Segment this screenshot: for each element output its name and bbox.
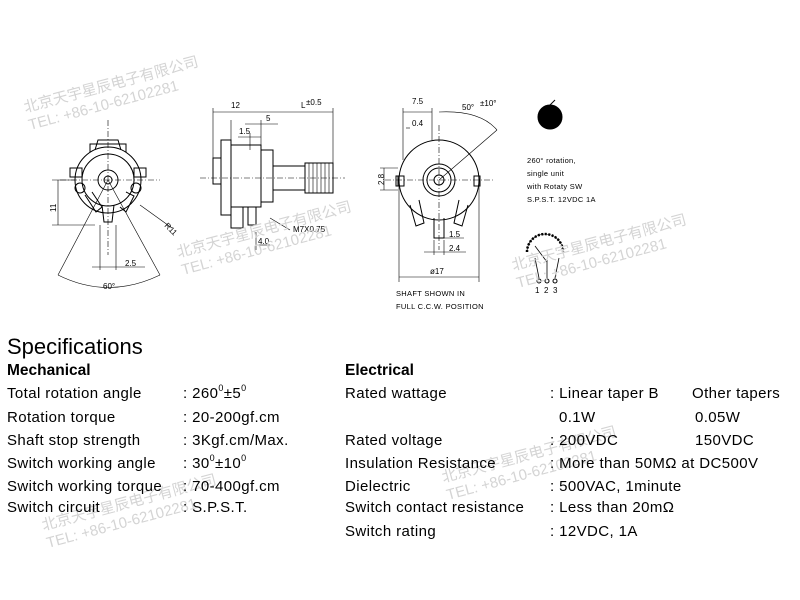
rear-view xyxy=(380,108,498,282)
elec-value-dielectric: : 500VAC, 1minute xyxy=(550,478,682,495)
elec-label-insulation: Insulation Resistance xyxy=(345,455,496,472)
side-40-dim: 4.0 xyxy=(258,237,270,246)
elec-value-contact-resistance: : Less than 20mΩ xyxy=(550,499,675,516)
elec-voltage-other: 150VDC xyxy=(695,432,755,449)
technical-drawing: 11 R11 2.5 60° 12 L ±0.5 5 1.5 M7X0.75 4… xyxy=(49,97,596,311)
elec-label-rated-wattage: Rated wattage xyxy=(345,385,447,402)
schematic-pin-3: 3 xyxy=(553,286,558,295)
rear-04-dim: 0.4 xyxy=(412,119,424,128)
mech-value-switch-angle: : 300±100 xyxy=(183,453,247,473)
front-pitch-dim: 2.5 xyxy=(125,259,137,268)
side-view xyxy=(200,108,345,250)
elec-col-linear-taper: : Linear taper B xyxy=(550,385,659,402)
rear-75-dim: 7.5 xyxy=(412,97,424,106)
elec-wattage-linear: 0.1W xyxy=(559,409,596,426)
front-height-dim: 11 xyxy=(49,203,58,212)
mech-value-switch-torque: : 70-400gf.cm xyxy=(183,478,280,495)
switch-note-line3: with Rotaty SW xyxy=(526,182,583,191)
mech-value-switch-circuit: : S.P.S.T. xyxy=(183,499,248,516)
side-15-dim: 1.5 xyxy=(239,127,251,136)
schematic-pin-2: 2 xyxy=(544,286,549,295)
rear-caption-line2: FULL C.C.W. POSITION xyxy=(396,302,484,311)
mechanical-heading: Mechanical xyxy=(7,362,91,379)
switch-note-line1: 260° rotation, xyxy=(527,156,576,165)
rear-angle-tol: ±10° xyxy=(480,99,497,108)
rear-diameter-dim: ø17 xyxy=(430,267,444,276)
switch-note-line4: S.P.S.T. 12VDC 1A xyxy=(527,195,596,204)
front-angle-dim: 60° xyxy=(103,282,115,291)
elec-value-insulation: : More than 50MΩ at DC500V xyxy=(550,455,759,472)
rear-28-dim: 2.8 xyxy=(377,173,386,185)
mech-label-switch-angle: Switch working angle xyxy=(7,455,156,472)
rear-caption-line1: SHAFT SHOWN IN xyxy=(396,289,465,298)
side-length-tol: ±0.5 xyxy=(306,98,322,107)
elec-label-rated-voltage: Rated voltage xyxy=(345,432,443,449)
mech-value-shaft-stop: : 3Kgf.cm/Max. xyxy=(183,432,289,449)
mech-label-switch-torque: Switch working torque xyxy=(7,478,163,495)
mech-label-shaft-stop: Shaft stop strength xyxy=(7,432,141,449)
elec-label-switch-rating: Switch rating xyxy=(345,523,437,540)
switch-symbol xyxy=(537,99,563,130)
electrical-heading: Electrical xyxy=(345,362,414,379)
side-5-dim: 5 xyxy=(266,114,271,123)
switch-note-line2: single unit xyxy=(527,169,565,178)
elec-value-switch-rating: : 12VDC, 1A xyxy=(550,523,638,540)
rear-24-dim: 2.4 xyxy=(449,244,461,253)
mech-value-total-rotation: : 2600±50 xyxy=(183,383,247,403)
side-length-dim: L xyxy=(301,101,306,110)
elec-label-dielectric: Dielectric xyxy=(345,478,411,495)
schematic-pin-1: 1 xyxy=(535,286,540,295)
elec-wattage-other: 0.05W xyxy=(695,409,741,426)
mech-value-rotation-torque: : 20-200gf.cm xyxy=(183,409,280,426)
rear-15-dim: 1.5 xyxy=(449,230,461,239)
side-thread-dim: M7X0.75 xyxy=(293,225,326,234)
elec-col-other-tapers: Other tapers xyxy=(692,385,781,402)
mech-label-total-rotation: Total rotation angle xyxy=(7,385,142,402)
elec-voltage-linear: : 200VDC xyxy=(550,432,619,449)
front-radius-dim: R11 xyxy=(163,221,180,238)
specifications-title: Specifications xyxy=(7,334,143,359)
side-12-dim: 12 xyxy=(231,101,240,110)
mech-label-rotation-torque: Rotation torque xyxy=(7,409,116,426)
schematic-symbol xyxy=(525,232,565,284)
elec-label-contact-resistance: Switch contact resistance xyxy=(345,499,525,516)
front-view xyxy=(52,120,173,288)
rear-angle-dim: 50° xyxy=(462,103,474,112)
mech-label-switch-circuit: Switch circuit xyxy=(7,499,101,516)
